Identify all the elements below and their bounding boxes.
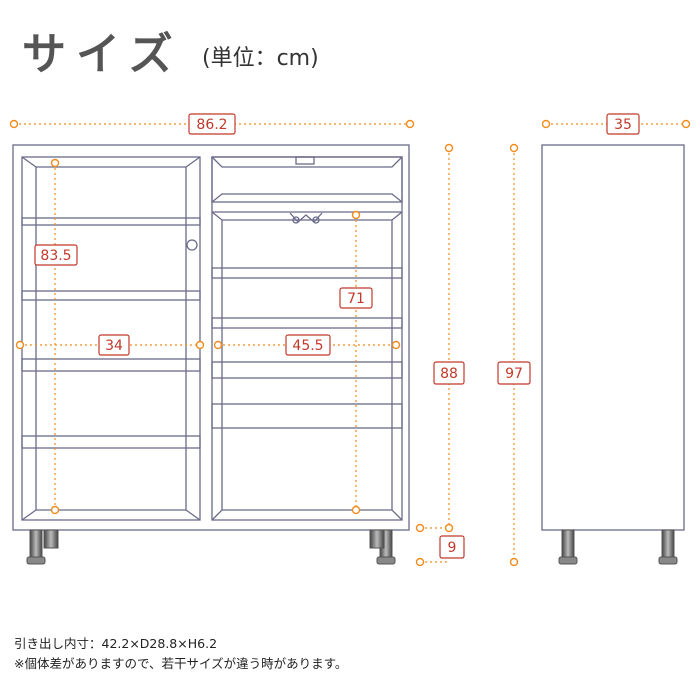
label-depth: 35 [606, 113, 640, 135]
side-cabinet [541, 144, 685, 531]
left-shelf [21, 217, 201, 226]
front-cabinet [12, 144, 410, 531]
drawer-handle [295, 156, 315, 165]
left-section [21, 156, 201, 521]
svg-text:86.2: 86.2 [196, 117, 227, 133]
svg-text:88: 88 [440, 366, 458, 382]
right-shelf [211, 361, 403, 379]
svg-text:35: 35 [614, 117, 632, 133]
dimension-endpoints [9, 119, 691, 567]
svg-text:34: 34 [105, 338, 123, 354]
right-shelf [211, 317, 403, 329]
label-total-width: 86.2 [188, 113, 236, 135]
label-total-height: 97 [497, 361, 531, 385]
left-shelf [21, 290, 201, 301]
front-legs [26, 529, 396, 565]
page-title: サイズ [22, 29, 183, 80]
svg-text:9: 9 [448, 540, 457, 556]
label-body-height: 88 [433, 361, 465, 385]
hook [289, 212, 323, 223]
svg-text:97: 97 [505, 366, 523, 382]
label-inner-height-left: 83.5 [34, 244, 78, 266]
left-shelf [21, 358, 201, 372]
side-legs [558, 529, 678, 565]
svg-text:45.5: 45.5 [292, 338, 323, 354]
disclaimer-note: ※個体差がありますので、若干サイズが違う時があります。 [14, 656, 348, 671]
left-shelf [21, 435, 201, 449]
label-inner-width-right: 45.5 [285, 334, 331, 356]
label-inner-width-left: 34 [98, 334, 130, 356]
cabinet-outline [12, 144, 410, 531]
right-shelf [211, 403, 403, 429]
drawer-inner-size-note: 引き出し内寸：42.2×D28.8×H6.2 [14, 636, 218, 651]
right-shelf [211, 267, 403, 279]
label-leg-height: 9 [439, 535, 465, 559]
unit-label: (単位：cm) [202, 46, 319, 71]
svg-text:83.5: 83.5 [40, 248, 71, 264]
label-inner-height-right: 71 [339, 287, 373, 309]
dimension-lines [14, 123, 686, 563]
svg-text:71: 71 [347, 291, 365, 307]
